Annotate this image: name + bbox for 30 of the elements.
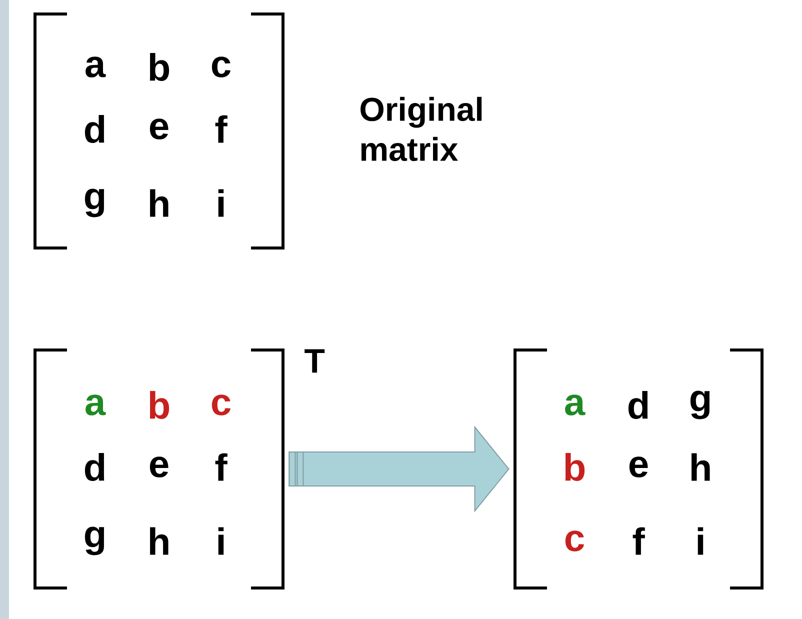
matrix-entry: d <box>628 391 648 419</box>
matrix-entry: g <box>84 188 104 218</box>
matrix-entry: f <box>215 115 228 143</box>
matrix-entry: d <box>84 453 104 481</box>
matrix-entry: g <box>84 526 104 556</box>
matrix-entry: a <box>86 56 106 78</box>
matrix-entry: h <box>150 189 168 217</box>
matrix-entry: h <box>150 527 168 555</box>
matrix-entry: c <box>565 530 584 552</box>
matrix-entry: g <box>690 390 710 420</box>
matrix-entry: i <box>698 527 704 555</box>
matrix-entry: a <box>86 394 106 416</box>
transpose-superscript: T <box>304 349 325 373</box>
matrix-entry: c <box>212 56 230 78</box>
matrix-entry: e <box>629 456 648 478</box>
matrix-caption: Original matrix <box>360 96 482 162</box>
matrix-entry: i <box>218 527 224 555</box>
matrix-entry: b <box>150 391 170 419</box>
matrix-entry: i <box>218 189 224 217</box>
matrix-entry: e <box>150 456 168 478</box>
matrix-entry: a <box>565 394 586 416</box>
matrix-entry: c <box>212 394 230 416</box>
matrix-entry: b <box>150 53 170 81</box>
matrix-entry: d <box>84 115 104 143</box>
matrix-entry: e <box>150 118 168 140</box>
block-arrow <box>288 426 510 512</box>
matrix-entry: h <box>692 453 710 481</box>
matrix-entry: f <box>632 527 645 555</box>
matrix-entry: f <box>215 453 228 481</box>
matrix-entry: b <box>565 453 585 481</box>
